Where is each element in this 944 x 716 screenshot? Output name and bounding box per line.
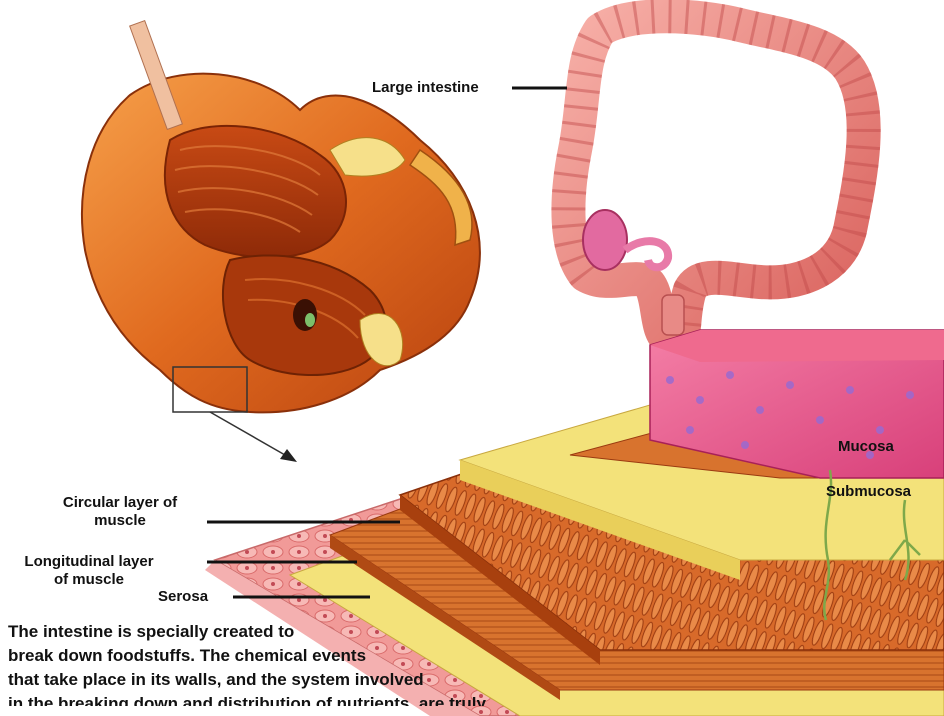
label-large-intestine: Large intestine (372, 79, 479, 97)
large-intestine-illustration (568, 16, 863, 340)
label-mucosa: Mucosa (838, 438, 894, 456)
label-serosa: Serosa (158, 588, 208, 606)
label-circular-layer: Circular layer of muscle (35, 494, 205, 530)
label-circular-layer-line2: muscle (35, 512, 205, 530)
caption-line-3: that take place in its walls, and the sy… (8, 668, 528, 692)
caption-line-4: in the breaking down and distribution of… (8, 692, 528, 706)
caption-text: The intestine is specially created to br… (8, 620, 528, 706)
label-submucosa: Submucosa (826, 483, 911, 501)
label-longitudinal-layer-line2: of muscle (4, 571, 174, 589)
label-circular-layer-line1: Circular layer of (35, 494, 205, 512)
label-longitudinal-layer: Longitudinal layer of muscle (4, 553, 174, 589)
caption-line-2: break down foodstuffs. The chemical even… (8, 644, 528, 668)
caption-line-1: The intestine is specially created to (8, 620, 528, 644)
label-longitudinal-layer-line1: Longitudinal layer (4, 553, 174, 571)
